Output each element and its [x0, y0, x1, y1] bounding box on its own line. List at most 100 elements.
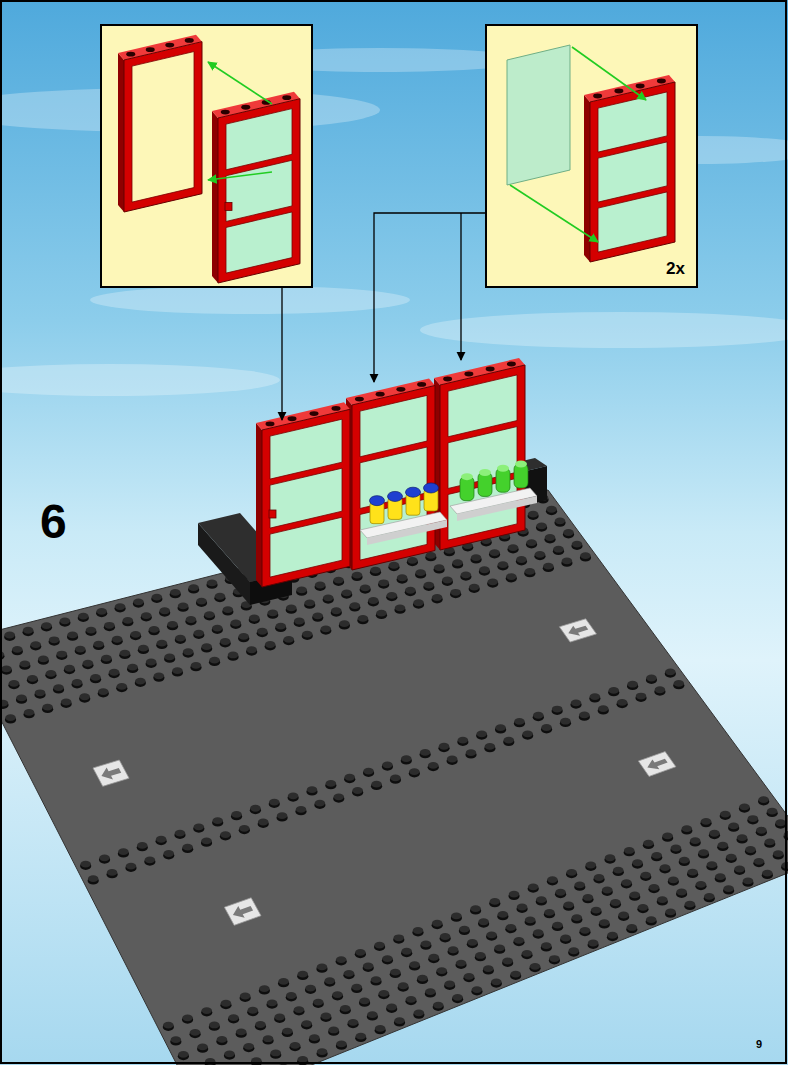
stud-top: [118, 848, 128, 855]
door-knob: [225, 202, 232, 210]
arrow-tile: [93, 760, 129, 786]
stud-top: [679, 857, 689, 864]
stud-top: [194, 823, 204, 830]
stud-top: [609, 687, 619, 694]
stud-top: [331, 607, 341, 614]
stud-top: [313, 999, 323, 1006]
stud-top: [594, 874, 604, 881]
callouts: [101, 25, 697, 287]
stud-top: [152, 594, 162, 601]
assembly-arrow: [208, 62, 272, 104]
stud-top: [209, 657, 219, 664]
stud-top: [598, 705, 608, 712]
stud-top: [38, 656, 48, 663]
stud-top: [282, 1028, 292, 1035]
door-knob: [269, 510, 276, 518]
frame-stud: [288, 416, 297, 421]
stud-top: [356, 1033, 366, 1040]
stud-top: [109, 669, 119, 676]
stud-top: [632, 859, 642, 866]
blue-flower: [388, 491, 403, 501]
stud-top: [298, 971, 308, 978]
stud-top: [16, 695, 26, 702]
stud-top: [758, 796, 768, 803]
stud-top: [398, 982, 408, 989]
stud-top: [748, 815, 758, 822]
stud-top: [217, 1036, 227, 1043]
frame-front: [590, 82, 675, 262]
stud-top: [483, 965, 493, 972]
frame-front: [262, 409, 350, 587]
leader-line: [374, 213, 486, 382]
stud-top: [555, 517, 565, 524]
stud-top: [707, 861, 717, 868]
glass-pane: [226, 212, 292, 273]
stud-top: [572, 541, 582, 548]
stud-top: [367, 1011, 377, 1018]
stud-top: [212, 625, 222, 632]
stud-top: [477, 730, 487, 737]
frame-stud: [443, 377, 452, 382]
stud-top: [641, 872, 651, 879]
stud-top: [676, 889, 686, 896]
stud-top: [321, 1013, 331, 1020]
stud-top: [321, 625, 331, 632]
stud-top: [194, 630, 204, 637]
stud-top: [413, 599, 423, 606]
arrow-sign: [568, 626, 588, 636]
stud-top: [566, 869, 576, 876]
baseplate: [0, 490, 788, 1065]
stud-top: [265, 641, 275, 648]
stud-top: [638, 904, 648, 911]
frame-stud: [376, 392, 385, 397]
stud-top: [451, 913, 461, 920]
stud-top: [141, 612, 151, 619]
frame-stud: [486, 367, 495, 372]
stud-top: [544, 909, 554, 916]
glass-panel: [507, 45, 570, 185]
stud-top: [172, 667, 182, 674]
stud-top: [228, 1014, 238, 1021]
stud-top: [498, 911, 508, 918]
stud-top: [464, 973, 474, 980]
stud-top: [250, 805, 260, 812]
arrow-tile: [224, 898, 261, 926]
stud-top: [452, 994, 462, 1001]
stud-top: [376, 610, 386, 617]
frame-stud: [266, 422, 275, 427]
frame-stud: [507, 362, 516, 367]
arrow-tile: [559, 619, 596, 642]
road-arrows: [93, 619, 676, 926]
glass-pane: [226, 160, 292, 221]
stud-top: [571, 699, 581, 706]
studs: [0, 494, 788, 1065]
frame-stud: [185, 38, 194, 43]
stud-top: [336, 1041, 346, 1048]
stud-top: [96, 608, 106, 615]
stud-top: [350, 602, 360, 609]
green-plant-top: [479, 469, 491, 476]
frame-stud: [165, 43, 174, 48]
cloud: [420, 312, 788, 348]
stud-top: [586, 862, 596, 869]
stud-top: [442, 577, 452, 584]
stud-top: [630, 892, 640, 899]
green-plant-top: [515, 460, 527, 467]
stud-top: [325, 977, 335, 984]
stud-top: [407, 557, 417, 564]
stud-top: [309, 1034, 319, 1041]
green-plant-top: [461, 473, 473, 480]
frame-stud: [417, 382, 426, 387]
assembly-arrow: [510, 185, 598, 242]
stud-top: [607, 932, 617, 939]
stud-top: [359, 997, 369, 1004]
stud-top: [429, 954, 439, 961]
stud-top: [726, 854, 736, 861]
stud-top: [536, 522, 546, 529]
stud-top: [756, 827, 766, 834]
stud-top: [504, 737, 514, 744]
frame-side: [212, 111, 218, 283]
stud-top: [536, 896, 546, 903]
stud-top: [420, 749, 430, 756]
stud-top: [83, 660, 93, 667]
